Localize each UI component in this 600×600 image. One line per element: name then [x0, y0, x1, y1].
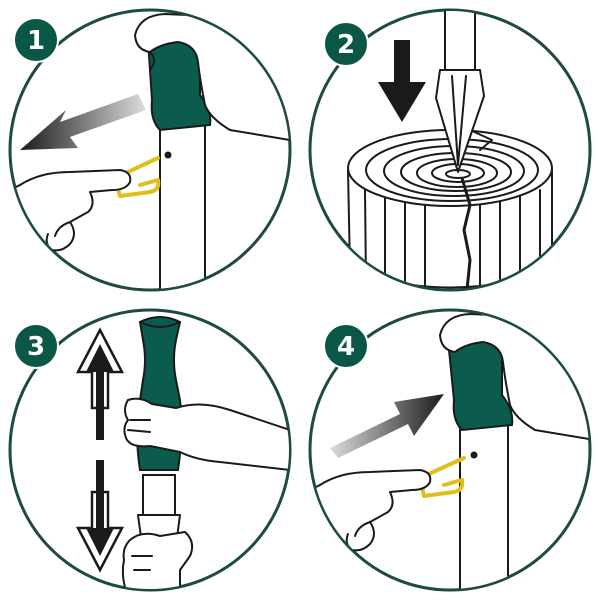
- step-4-badge: [323, 323, 369, 369]
- step-3-badge: [13, 323, 59, 369]
- step-2-badge: [323, 21, 369, 67]
- step-4-panel: 4: [308, 308, 592, 592]
- slide-handle-up-down-icon: [75, 316, 289, 589]
- step-2-panel: 2: [308, 8, 592, 292]
- step-1-panel: 1: [8, 8, 292, 292]
- step-3-panel: 3: [8, 308, 292, 592]
- step-4-number: 4: [337, 332, 355, 362]
- drive-wedge-into-log-icon: [347, 11, 553, 289]
- step-2-number: 2: [337, 30, 355, 60]
- step-3-number: 3: [27, 332, 45, 362]
- step-1-badge: [13, 17, 59, 63]
- step-1-number: 1: [27, 26, 45, 56]
